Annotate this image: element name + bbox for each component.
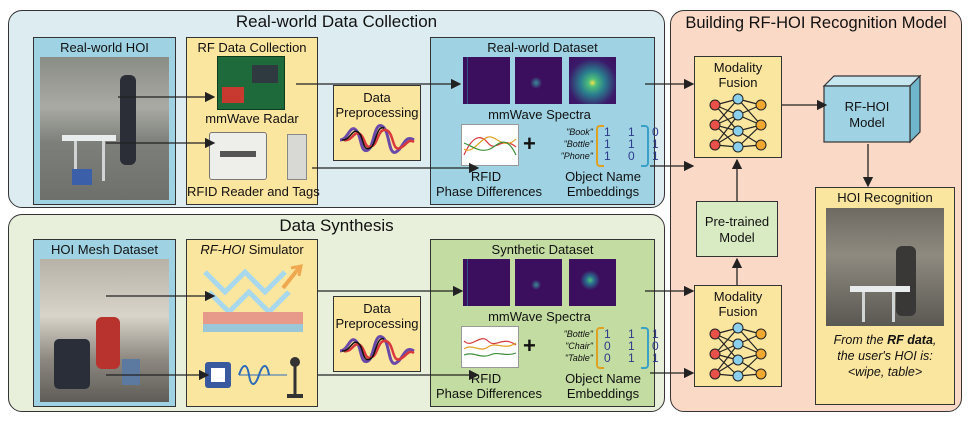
rfhoi-label-line2: Model (849, 115, 885, 130)
fusion-label-line2: Fusion (718, 75, 758, 90)
synthetic-preprocessing-box: Data Preprocessing (333, 296, 421, 372)
embedding-row-3: 0 1 1 (604, 351, 666, 365)
rfhoi-label-line1: RF-HOI (844, 99, 890, 114)
emb-label-line1: Object Name (565, 169, 641, 184)
embedding-row-2: 1 1 1 (604, 137, 666, 151)
rfid-tags (287, 134, 307, 180)
waveform-icon (339, 124, 415, 154)
emb-label-line2: Embeddings (566, 184, 640, 199)
table-figure (62, 135, 116, 141)
rfid-label-line2: Phase Differences (436, 184, 542, 199)
real-world-dataset-box: Real-world Dataset mmWave Spectra + "Boo… (430, 37, 659, 205)
hoi-recognition-box: HOI Recognition From the RF data, the us… (815, 187, 955, 405)
section-title-real-world: Real-world Data Collection (235, 12, 438, 31)
mesh-scene-photo (40, 259, 169, 402)
embedding-row-1: 1 1 0 (604, 125, 666, 139)
preprocessing-label-line1: Data (363, 301, 391, 316)
mmwave-radar-board (217, 56, 285, 110)
result-line2: the user's HOI is: (837, 349, 933, 363)
result-line3: <wipe, table> (847, 365, 923, 379)
waveform-icon (339, 335, 415, 365)
synthetic-spectrum-2 (515, 259, 562, 306)
object-name-2: "Chair" (565, 341, 593, 351)
preprocessing-label-line2: Preprocessing (335, 316, 419, 331)
fusion-label-line1: Modality (713, 60, 763, 75)
synthetic-dataset-box: Synthetic Dataset mmWave Spectra + "Bott… (430, 239, 659, 407)
real-world-hoi-box: Real-world HOI (33, 37, 176, 205)
hoi-mesh-dataset-title: HOI Mesh Dataset (51, 242, 158, 257)
embedding-row-3: 1 0 1 (604, 149, 666, 163)
rf-hoi-model-cube (822, 74, 922, 144)
embedding-row-1: 1 1 1 (604, 327, 666, 341)
synthetic-spectrum-1 (463, 259, 510, 306)
modality-fusion-bottom-box: Modality Fusion (694, 285, 782, 387)
real-world-dataset-title: Real-world Dataset (487, 40, 598, 55)
object-name-1: "Book" (566, 127, 593, 137)
rfid-reader (209, 132, 267, 180)
pretrained-model-box: Pre-trained Model (696, 201, 778, 257)
real-spectra-label: mmWave Spectra (488, 107, 591, 122)
rfid-reader-tags-label: RFID Reader and Tags (187, 184, 320, 199)
plus-sign: + (523, 333, 536, 358)
mmwave-radar-label: mmWave Radar (205, 111, 299, 126)
recognition-photo (826, 208, 944, 326)
mesh-person (96, 317, 120, 369)
result-line1-post: , (932, 333, 937, 347)
rf-data-collection-title: RF Data Collection (197, 40, 307, 55)
rf-data-collection-box: RF Data Collection mmWave Radar RFID Rea… (186, 37, 320, 205)
fusion-label-line2: Fusion (718, 304, 758, 319)
plus-sign: + (523, 131, 536, 156)
neural-network-icon (709, 322, 767, 382)
rf-hoi-simulator-box: RF-HOI Simulator (186, 239, 318, 407)
simulator-title-rest: Simulator (245, 242, 304, 257)
simulator-title-italic: RF-HOI (200, 242, 246, 257)
real-spectrum-2 (515, 57, 562, 104)
preprocessing-label-line1: Data (363, 90, 391, 105)
embedding-row-2: 0 1 0 (604, 339, 666, 353)
preprocessing-label-line2: Preprocessing (335, 105, 419, 120)
real-spectrum-3 (569, 57, 616, 104)
rfid-label-line2: Phase Differences (436, 386, 542, 401)
mesh-chair (54, 339, 90, 389)
synthetic-spectra-label: mmWave Spectra (488, 309, 591, 324)
simulator-illustration (203, 264, 303, 398)
result-line1-pre: From the (833, 333, 888, 347)
fusion-label-line1: Modality (713, 289, 763, 304)
hoi-mesh-dataset-box: HOI Mesh Dataset (33, 239, 176, 407)
real-world-hoi-photo (40, 57, 169, 200)
pretrained-label-line1: Pre-trained (704, 214, 770, 229)
real-world-preprocessing-box: Data Preprocessing (333, 85, 421, 161)
object-name-2: "Bottle" (563, 139, 593, 149)
real-world-hoi-title: Real-world HOI (60, 40, 149, 55)
synthetic-phase-plot (461, 326, 519, 368)
synthetic-spectrum-3 (569, 259, 616, 306)
emb-label-line2: Embeddings (566, 386, 640, 401)
real-spectrum-1 (463, 57, 510, 104)
neural-network-icon (709, 93, 767, 153)
modality-fusion-top-box: Modality Fusion (694, 56, 782, 158)
hoi-recognition-title: HOI Recognition (837, 190, 933, 205)
pretrained-label-line2: Model (719, 230, 755, 245)
object-name-3: "Phone" (560, 151, 593, 161)
object-name-3: "Table" (564, 353, 593, 363)
real-phase-plot (461, 124, 519, 166)
section-title-model: Building RF-HOI Recognition Model (685, 14, 947, 32)
object-name-1: "Bottle" (563, 329, 593, 339)
result-line1-bold: RF data (887, 333, 933, 347)
section-title-synthesis: Data Synthesis (279, 216, 394, 235)
synthetic-dataset-title: Synthetic Dataset (491, 242, 594, 257)
emb-label-line1: Object Name (565, 371, 641, 386)
